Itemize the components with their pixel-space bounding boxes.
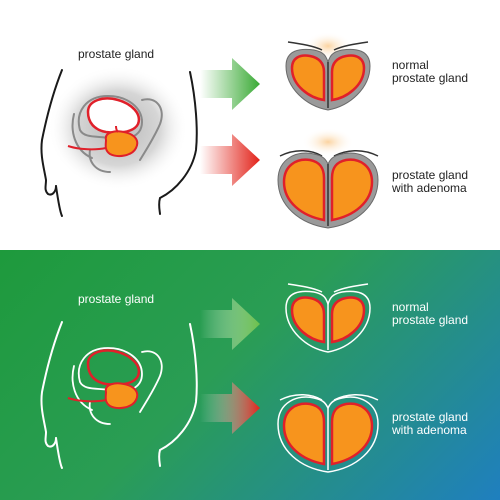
normal-label-line1: normal [392, 300, 429, 314]
organ-outlines [71, 94, 163, 173]
bottom-illustration [40, 283, 379, 473]
gland-label: prostate gland [78, 47, 155, 61]
arrow-adenoma [200, 134, 260, 186]
normal-label-line2: prostate gland [392, 71, 469, 85]
prostate-gland [104, 382, 139, 409]
urethra-tube [67, 397, 107, 403]
gland-label: prostate gland [78, 292, 155, 306]
arrow-adenoma [200, 382, 260, 434]
normal-prostate [285, 32, 371, 111]
adenoma-label-line1: prostate gland [392, 168, 469, 182]
bottom-panel: prostate gland normal prostate gland pro… [0, 250, 500, 500]
body-silhouette [40, 69, 198, 217]
normal-label-line1: normal [392, 58, 429, 72]
adenoma-label-line1: prostate gland [392, 410, 469, 424]
adenoma-label-line2: with adenoma [392, 181, 467, 195]
top-illustration [40, 32, 379, 229]
adenoma-prostate [277, 128, 379, 229]
urethra-tube [67, 145, 107, 151]
organ-outlines [71, 347, 163, 425]
top-panel: prostate gland normal prostate gland pro… [40, 32, 469, 229]
normal-label-line2: prostate gland [392, 313, 469, 327]
arrow-normal [200, 58, 260, 110]
normal-prostate [285, 283, 371, 353]
bladder [86, 349, 141, 386]
prostate-gland [104, 130, 139, 157]
adenoma-label-line2: with adenoma [392, 423, 467, 437]
adenoma-prostate [277, 394, 379, 473]
urethra [115, 125, 119, 133]
arrow-normal [200, 298, 260, 350]
body-silhouette [40, 321, 198, 469]
bladder [86, 97, 141, 134]
